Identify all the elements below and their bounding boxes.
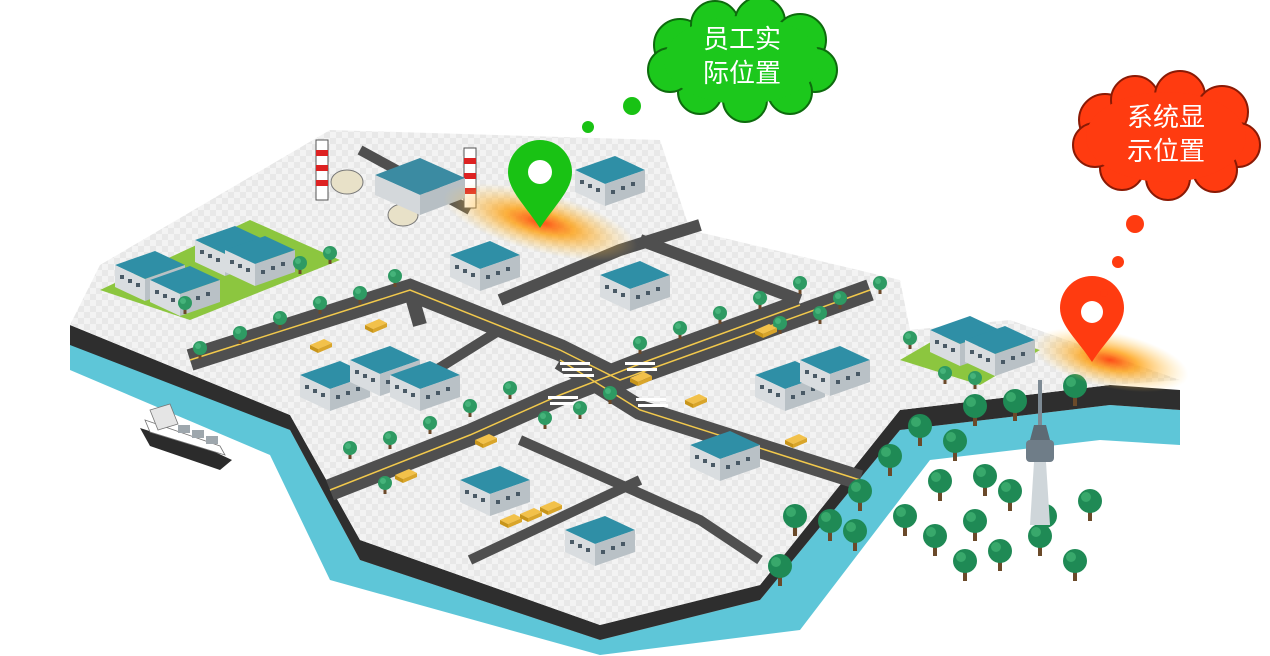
ship-icon <box>140 403 232 470</box>
crosswalks <box>548 362 668 407</box>
actual-callout-line2: 际位置 <box>703 59 781 89</box>
bubble-dot <box>1100 289 1108 297</box>
tv-tower-icon <box>1026 380 1054 525</box>
actual-location-pin[interactable] <box>508 140 572 228</box>
bubble-dot <box>623 97 641 115</box>
bubble-dot <box>1126 215 1144 233</box>
bubble-dot <box>545 143 553 151</box>
actual-callout-line1: 员工实 <box>703 25 781 55</box>
bubble-dot <box>582 121 594 133</box>
actual-position-callout: 员工实 际位置 <box>647 0 838 123</box>
system-callout-line2: 示位置 <box>1127 137 1205 167</box>
system-position-callout: 系统显 示位置 <box>1072 70 1261 201</box>
system-callout-line1: 系统显 <box>1127 103 1205 133</box>
river <box>70 340 1180 655</box>
bubble-dot <box>1112 256 1124 268</box>
system-location-pin[interactable] <box>1060 276 1124 362</box>
system-position-glow <box>1031 327 1189 393</box>
